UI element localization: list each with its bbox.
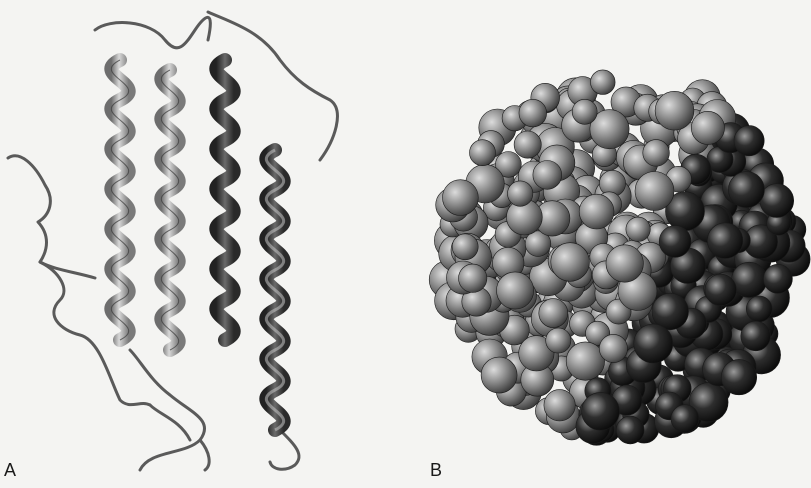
atom-sphere-dark	[732, 262, 767, 297]
atom-sphere-light	[452, 234, 478, 260]
atom-sphere-light	[443, 180, 479, 216]
atom-sphere-light	[496, 272, 533, 309]
atom-sphere-dark	[582, 392, 620, 430]
atom-sphere-dark	[671, 405, 699, 433]
atom-sphere-light	[579, 194, 614, 229]
atom-sphere-light	[459, 264, 487, 292]
panel-label-b: B	[430, 460, 442, 481]
atom-sphere-light	[655, 91, 694, 130]
atom-sphere-light	[635, 172, 674, 211]
atom-sphere-light	[481, 357, 517, 393]
atom-sphere-light	[546, 328, 571, 353]
atom-sphere-light	[572, 99, 597, 124]
atom-sphere-light	[566, 342, 604, 380]
atom-sphere-light	[606, 245, 643, 282]
panel-label-a: A	[4, 460, 16, 481]
atom-sphere-dark	[705, 274, 736, 305]
atom-sphere-light	[643, 140, 670, 167]
atom-sphere-light	[508, 181, 533, 206]
atom-sphere-light	[599, 334, 627, 362]
atom-sphere-dark	[741, 321, 771, 351]
atom-sphere-light	[533, 161, 562, 190]
atom-sphere-dark	[659, 226, 691, 258]
atom-sphere-light	[470, 140, 496, 166]
atom-sphere-dark	[763, 264, 792, 293]
atom-sphere-light	[551, 243, 590, 282]
atom-sphere-light	[544, 390, 575, 421]
atom-sphere-dark	[616, 416, 644, 444]
atom-sphere-dark	[707, 223, 743, 259]
atom-sphere-light	[539, 299, 568, 328]
atom-sphere-light	[626, 217, 650, 241]
atom-sphere-light	[691, 111, 724, 144]
atom-sphere-dark	[760, 184, 794, 218]
atom-sphere-dark	[746, 296, 772, 322]
atom-sphere-dark	[721, 359, 756, 394]
atom-sphere-light	[519, 99, 547, 127]
atom-sphere-dark	[728, 172, 764, 208]
atom-sphere-light	[591, 70, 616, 95]
atom-sphere-dark	[634, 324, 673, 363]
atom-sphere-light	[514, 131, 541, 158]
atom-sphere-dark	[734, 126, 764, 156]
